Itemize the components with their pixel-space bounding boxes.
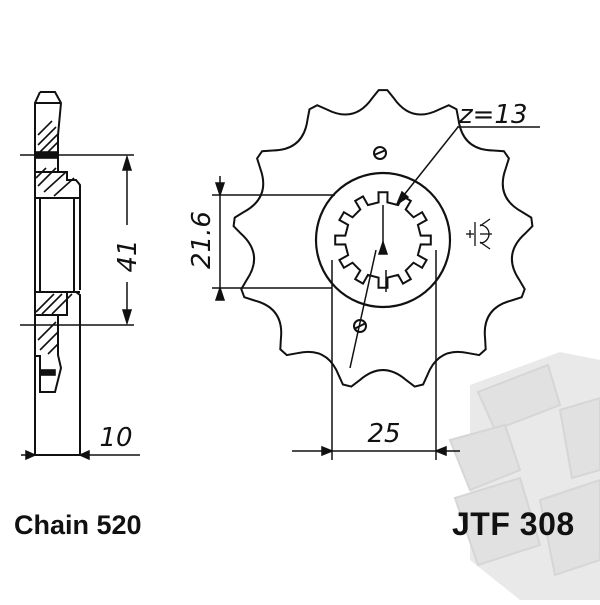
side-profile: [34, 91, 81, 456]
center-leader: [349, 205, 389, 369]
dim-10-label: 10: [99, 423, 132, 453]
tooth-count-label: z=13: [458, 100, 528, 130]
dim-21-6-label: 21.6: [187, 211, 217, 269]
dim-41-lines: [20, 154, 134, 326]
watermark-logo: [448, 352, 600, 600]
dim-10-lines: [21, 449, 140, 461]
sprocket-teeth-outline: [232, 89, 534, 388]
chain-size-label: Chain 520: [14, 510, 142, 540]
tooth-count-leader: [395, 126, 540, 206]
hub-circle: [314, 171, 452, 309]
dim-21-6-lines: [212, 176, 335, 301]
rotation-direction-icon: [466, 218, 492, 250]
sprocket-front-view: [232, 89, 534, 388]
part-number-label: JTF 308: [452, 506, 575, 542]
dim-25-label: 25: [367, 419, 400, 449]
spline-bore-outline: [334, 191, 432, 289]
dim-41-label: 41: [113, 239, 143, 272]
dim-25-lines: [292, 250, 460, 460]
